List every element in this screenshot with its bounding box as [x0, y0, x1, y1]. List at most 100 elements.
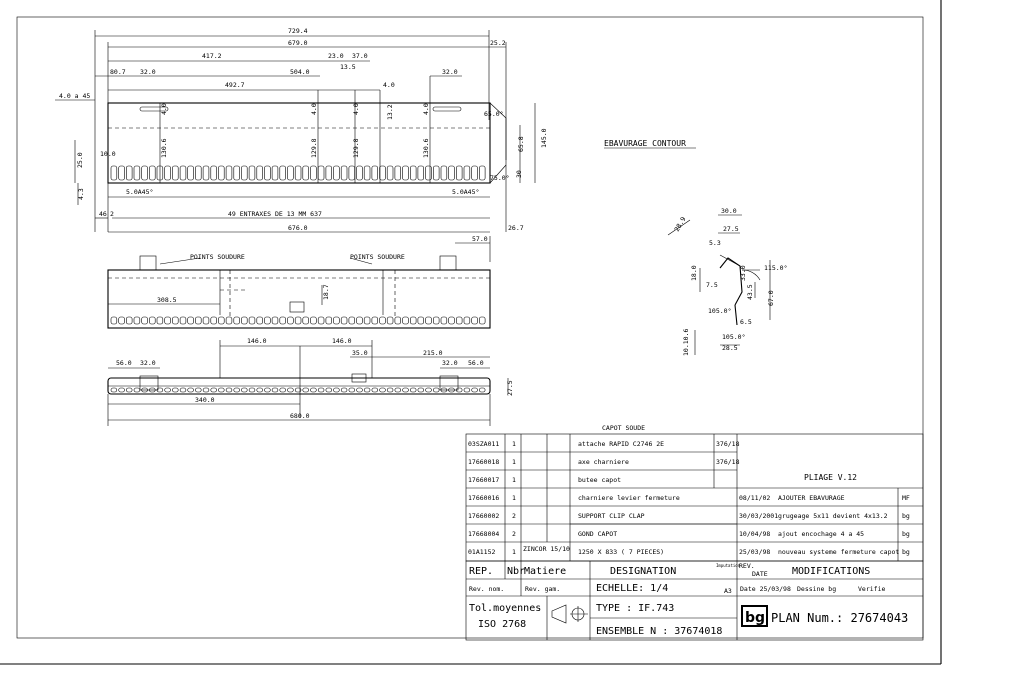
dim-5a45-right: 5.0A45°	[452, 188, 479, 196]
tooth	[425, 316, 432, 325]
part-6-nbr: 2	[512, 530, 516, 538]
tooth	[417, 387, 424, 393]
part-6-ref: 17668004	[468, 530, 499, 538]
tooth	[118, 165, 125, 181]
tooth	[156, 165, 164, 181]
tooth	[409, 165, 417, 181]
dim-46: 46	[99, 210, 107, 218]
tooth	[172, 316, 179, 325]
dim-308-5: 308.5	[157, 296, 177, 304]
tooth	[271, 165, 279, 181]
dim-4-a-45: 4.0 a 45	[59, 92, 90, 100]
ebavurage-note: EBAVURAGE CONTOUR	[604, 139, 686, 148]
hdr-date: DATE	[752, 570, 768, 578]
dim-26-7: 26.7	[508, 224, 524, 232]
weld-label-left: POINTS SOUDURE	[190, 253, 245, 261]
part-7-ref: 01A1152	[468, 548, 495, 556]
bottom-view-teeth	[110, 387, 486, 393]
tooth	[455, 387, 463, 393]
tooth	[195, 165, 202, 181]
tooth	[248, 387, 256, 393]
tooth	[463, 165, 471, 181]
sec-dim-18: 18.0	[690, 265, 698, 281]
tooth	[218, 387, 225, 393]
dim-57: 57.0	[472, 235, 488, 243]
part-2-nbr: 1	[512, 458, 516, 466]
tooth	[440, 165, 448, 181]
tooth	[310, 165, 317, 181]
dim-13-5: 13.5	[340, 63, 356, 71]
sec-dim-67: 67.0	[767, 290, 775, 306]
sec-dim-28-5: 28.5	[722, 344, 738, 352]
tooth	[210, 316, 217, 325]
part-1-code: 376/18	[716, 440, 740, 448]
sec-dim-115deg: 115.0°	[764, 264, 787, 272]
sec-dim-43-5: 43.5	[746, 284, 754, 300]
tooth	[133, 387, 141, 393]
mod-4-text: nouveau systeme fermeture capot	[778, 548, 899, 556]
dim-130-6b: 130.6	[422, 138, 430, 158]
tooth	[478, 316, 486, 325]
dim-37: 37.0	[352, 52, 368, 60]
part-2-des: axe charniere	[578, 458, 629, 466]
tooth	[356, 387, 363, 393]
tooth	[302, 387, 309, 393]
projection-symbol-icon	[551, 604, 588, 624]
dim-492: 492.7	[225, 81, 245, 89]
part-4-des: charniere levier fermeture	[578, 494, 680, 502]
tooth	[287, 387, 294, 393]
dim-4: 4.0	[383, 81, 395, 89]
hdr-rev: REV.	[739, 562, 755, 570]
part-4-ref: 17660016	[468, 494, 499, 502]
tooth	[149, 316, 156, 325]
tooth	[156, 316, 164, 325]
tooth	[218, 316, 225, 325]
dim-13-2: 13.2	[386, 104, 394, 120]
tooth	[402, 165, 409, 181]
dim-146a: 146.0	[247, 337, 267, 345]
tooth	[210, 387, 217, 393]
part-5-nbr: 2	[512, 512, 516, 520]
top-view	[55, 30, 536, 233]
tol-line1: Tol.moyennes	[469, 603, 541, 614]
tooth	[126, 316, 133, 325]
tooth	[187, 387, 194, 393]
dim-56a: 56.0	[116, 359, 132, 367]
tooth	[241, 165, 248, 181]
dim-25: 25.0	[76, 152, 84, 168]
tooth	[210, 165, 217, 181]
format-a3: A3	[724, 587, 732, 595]
weld-label-right: POINTS SOUDURE	[350, 253, 405, 261]
dim-340: 340.0	[195, 396, 215, 404]
mod-1-by: MF	[902, 494, 910, 502]
tooth	[179, 165, 187, 181]
tooth	[425, 165, 432, 181]
tooth	[294, 387, 302, 393]
dim-18-7: 18.7	[322, 284, 330, 300]
dim-32a-bottom: 32.0	[140, 359, 156, 367]
rev-nom: Rev. nom.	[469, 585, 504, 593]
mod-2-text: grugeage 5x11 devient 4x13.2	[778, 512, 888, 520]
tooth	[133, 165, 141, 181]
sec-dim-105a: 105.0°	[708, 307, 731, 315]
tooth	[340, 165, 348, 181]
tooth	[195, 316, 202, 325]
tooth	[164, 165, 171, 181]
tooth	[248, 165, 256, 181]
inner-frame	[16, 16, 924, 639]
tooth	[417, 165, 424, 181]
dim-679: 679.0	[288, 39, 308, 47]
tooth	[256, 387, 263, 393]
tooth	[287, 316, 294, 325]
tooth	[271, 316, 279, 325]
tooth	[287, 165, 294, 181]
dim-145: 145.0	[540, 128, 548, 148]
tooth	[317, 387, 325, 393]
dim-146b: 146.0	[332, 337, 352, 345]
tooth	[141, 316, 148, 325]
tooth	[233, 165, 240, 181]
hdr-mat: Matiere	[524, 566, 566, 577]
tooth	[187, 316, 194, 325]
tooth	[356, 165, 363, 181]
tooth	[164, 387, 171, 393]
